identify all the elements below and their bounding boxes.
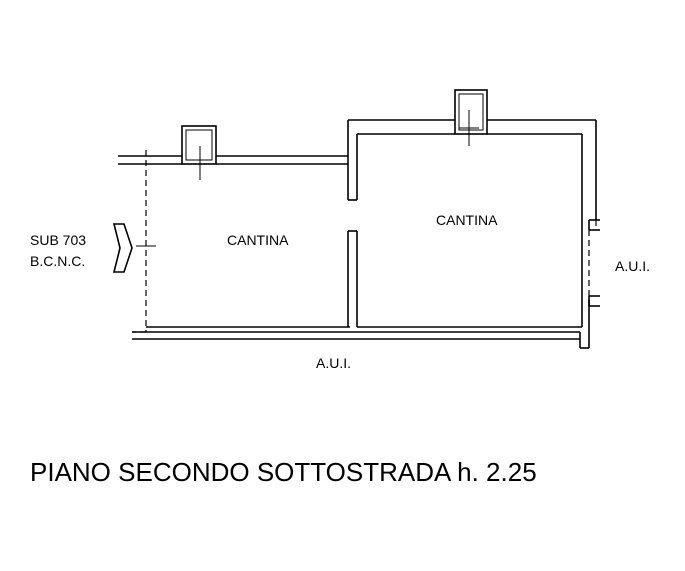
partition-wall (347, 120, 358, 327)
right-cellar-walls (348, 119, 597, 349)
boundary-lines (132, 150, 597, 333)
vent-shaft-left (181, 125, 217, 180)
entrance-label-line1: SUB 703 (30, 232, 86, 248)
floor-title: PIANO SECONDO SOTTOSTRADA h. 2.25 (30, 457, 537, 487)
room-label-left: CANTINA (227, 232, 289, 248)
neighbor-label-bottom: A.U.I. (316, 355, 351, 371)
vent-shaft-right (454, 89, 488, 146)
entrance-marker (112, 223, 156, 273)
left-cellar-walls (118, 155, 580, 340)
neighbor-label-right: A.U.I. (615, 258, 650, 274)
room-label-right: CANTINA (436, 212, 498, 228)
entrance-label-line2: B.C.N.C. (30, 253, 85, 269)
right-neighbor-wall (588, 219, 600, 307)
entrance-arrow-icon (112, 223, 133, 273)
